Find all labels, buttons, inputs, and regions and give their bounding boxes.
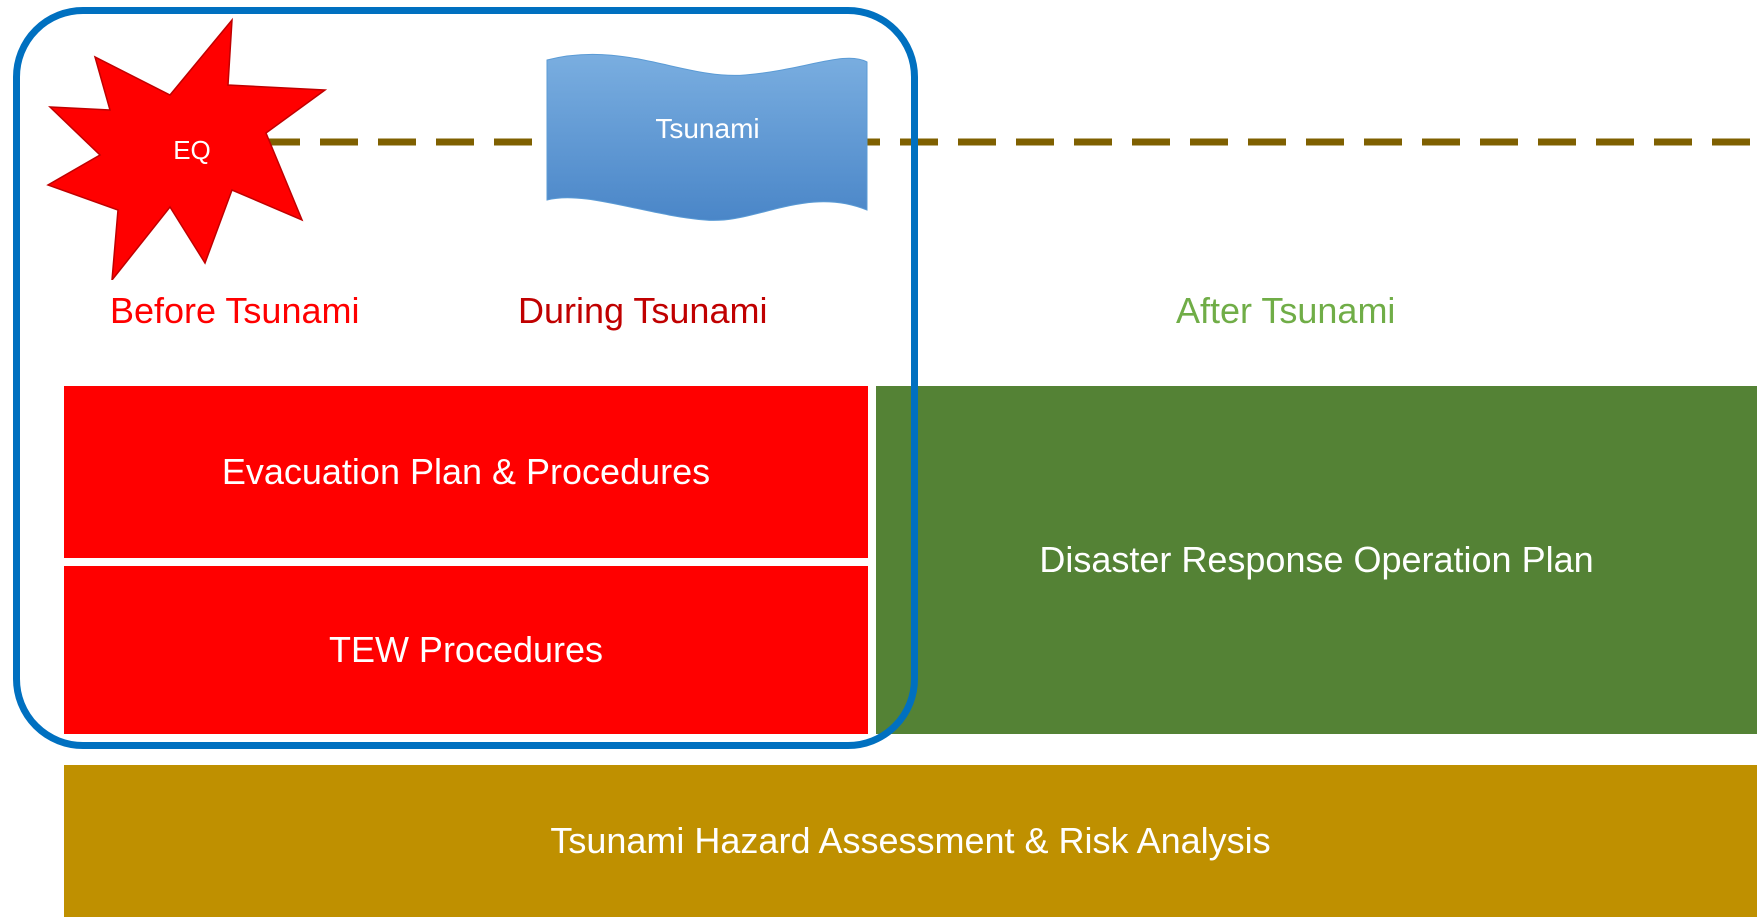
tew-procedures-box: TEW Procedures xyxy=(64,566,868,734)
tsunami-wave: Tsunami xyxy=(545,50,870,225)
hazard-assessment-box: Tsunami Hazard Assessment & Risk Analysi… xyxy=(64,765,1757,917)
tsunami-wave-shape xyxy=(546,53,868,221)
phase-before-label: Before Tsunami xyxy=(110,290,360,331)
phase-after-label: After Tsunami xyxy=(1176,290,1396,331)
tsunami-label: Tsunami xyxy=(655,113,760,144)
evacuation-plan-box: Evacuation Plan & Procedures xyxy=(64,386,868,558)
phase-during-label: During Tsunami xyxy=(518,290,768,331)
disaster-response-box: Disaster Response Operation Plan xyxy=(876,386,1757,734)
earthquake-burst: EQ xyxy=(40,15,340,283)
earthquake-label: EQ xyxy=(173,135,211,165)
before-during-highlight-frame xyxy=(13,7,918,749)
